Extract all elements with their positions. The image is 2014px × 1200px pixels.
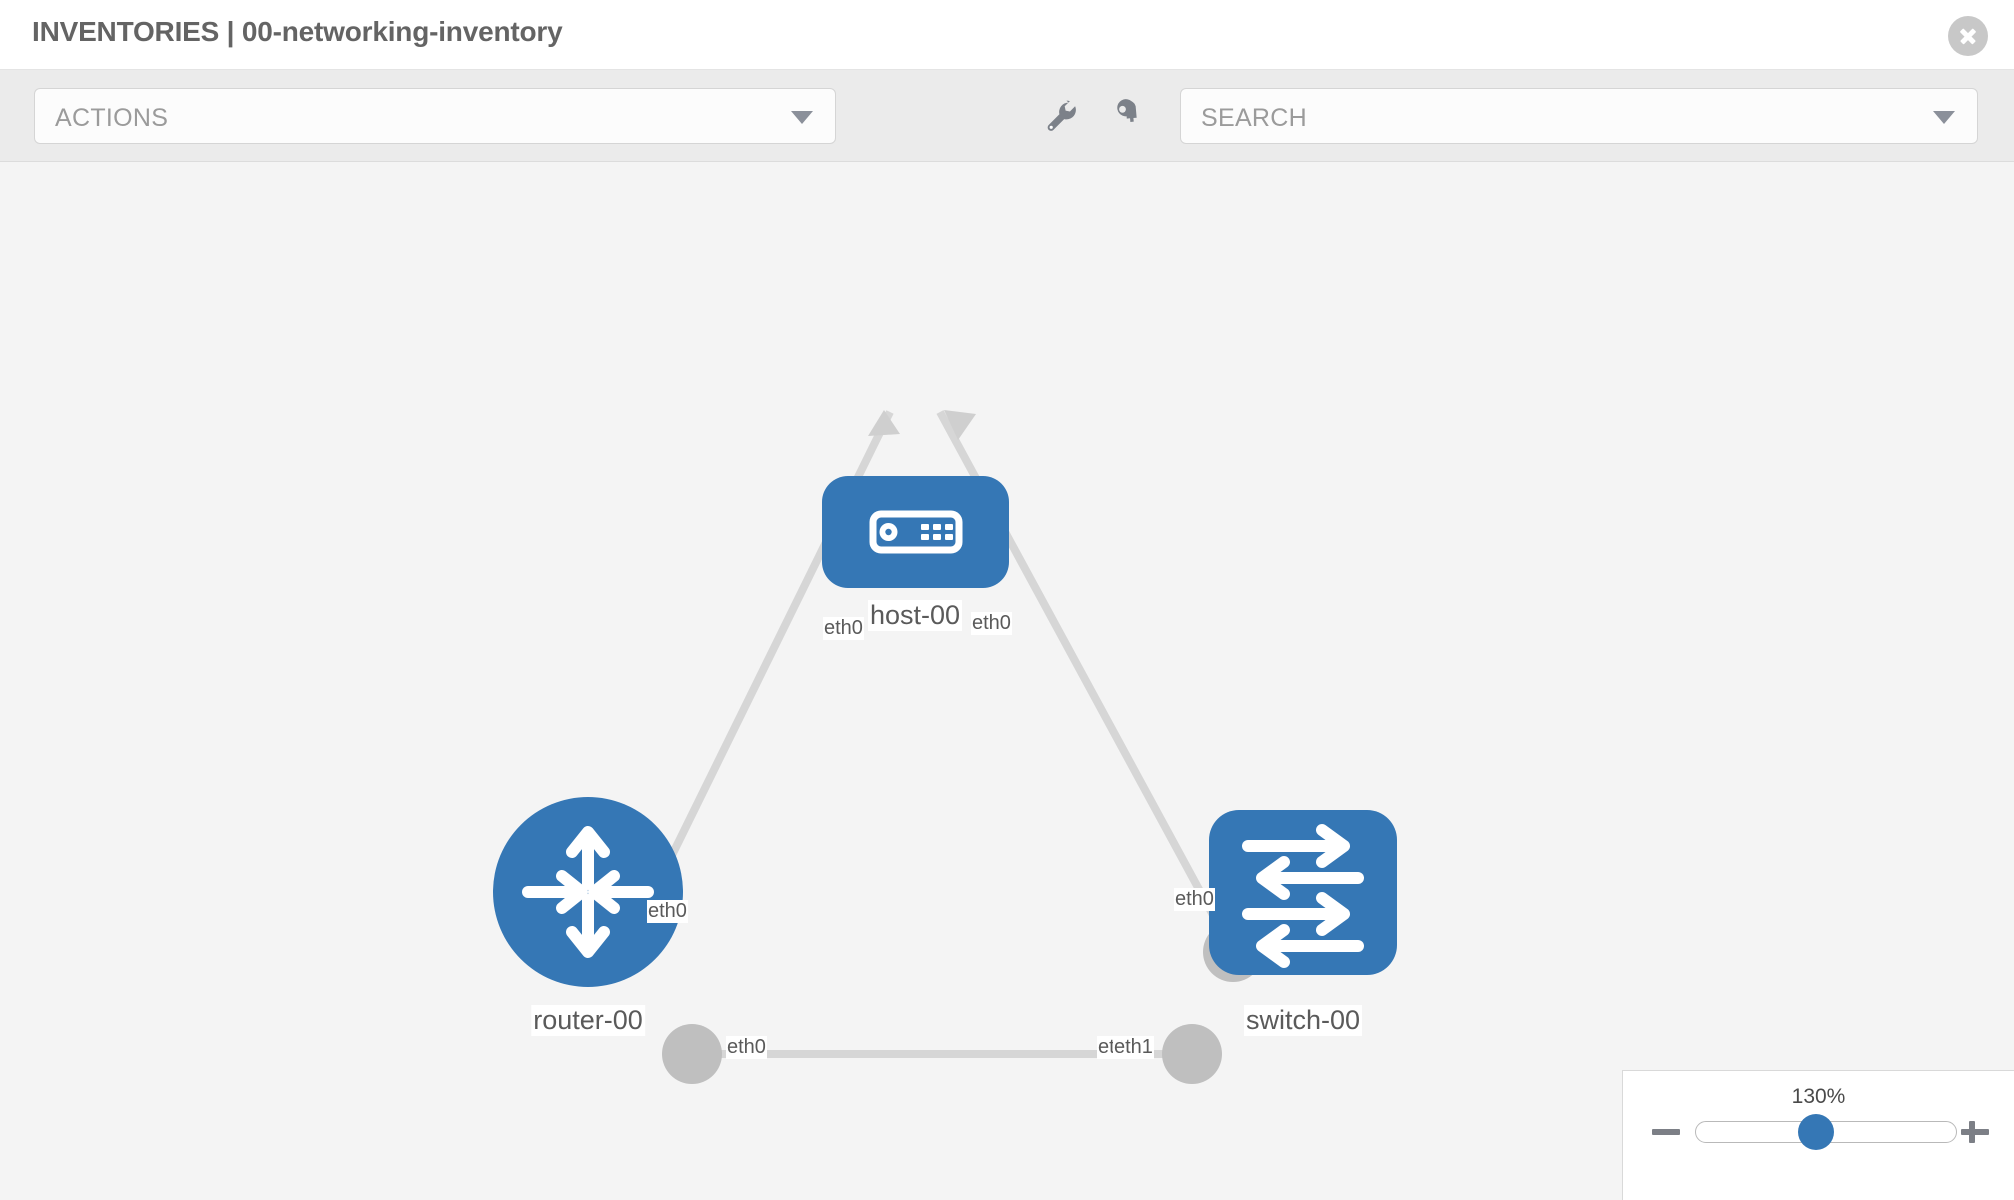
page-header: INVENTORIES | 00-networking-inventory	[0, 0, 2014, 70]
edge-arrowheads	[868, 410, 976, 440]
edge-label-switch-eth0-uplink: eth0	[1174, 888, 1215, 911]
actions-dropdown-label: ACTIONS	[55, 104, 169, 132]
zoom-slider-thumb[interactable]	[1798, 1114, 1834, 1150]
chevron-down-icon	[791, 111, 813, 124]
edge-label-router-eth0-uplink: eth0	[647, 900, 688, 923]
minus-icon[interactable]	[1649, 1115, 1683, 1149]
node-label-host-00: host-00	[867, 600, 963, 631]
toolbar: ACTIONS SEARCH	[0, 70, 2014, 162]
router-four-arrows-icon	[522, 826, 654, 958]
port-router-eth0	[662, 1024, 722, 1084]
node-label-router-00: router-00	[531, 1005, 645, 1036]
node-switch-00[interactable]	[1209, 810, 1397, 975]
key-icon[interactable]	[1106, 94, 1150, 138]
close-icon[interactable]	[1948, 16, 1988, 56]
edge-label-host-eth0-left: eth0	[823, 617, 864, 640]
node-router-00[interactable]	[493, 797, 683, 987]
node-host-00[interactable]	[822, 476, 1009, 588]
actions-dropdown[interactable]: ACTIONS	[34, 88, 836, 144]
topology-graph[interactable]	[0, 162, 2014, 1200]
switch-arrows-icon	[1242, 824, 1364, 968]
page-title: INVENTORIES | 00-networking-inventory	[32, 16, 563, 47]
wrench-icon[interactable]	[1038, 94, 1082, 138]
edge-label-host-eth0-right: eth0	[971, 612, 1012, 635]
chevron-down-icon[interactable]	[1933, 111, 1955, 124]
node-label-switch-00: switch-00	[1243, 1005, 1363, 1036]
search-placeholder-label: SEARCH	[1201, 104, 1307, 132]
server-device-icon	[869, 510, 963, 554]
port-switch-eth1	[1162, 1024, 1222, 1084]
plus-icon[interactable]	[1958, 1115, 1992, 1149]
edge-label-switch-eth1: eth1	[1113, 1036, 1154, 1059]
search-input[interactable]: SEARCH	[1180, 88, 1978, 144]
topology-canvas[interactable]: host-00 router-00 switch-00 eth0 eth0 et…	[0, 162, 2014, 1200]
zoom-control-panel: 130%	[1622, 1070, 2014, 1200]
edge-label-router-eth0: eth0	[726, 1036, 767, 1059]
zoom-level-label: 130%	[1791, 1085, 1846, 1108]
